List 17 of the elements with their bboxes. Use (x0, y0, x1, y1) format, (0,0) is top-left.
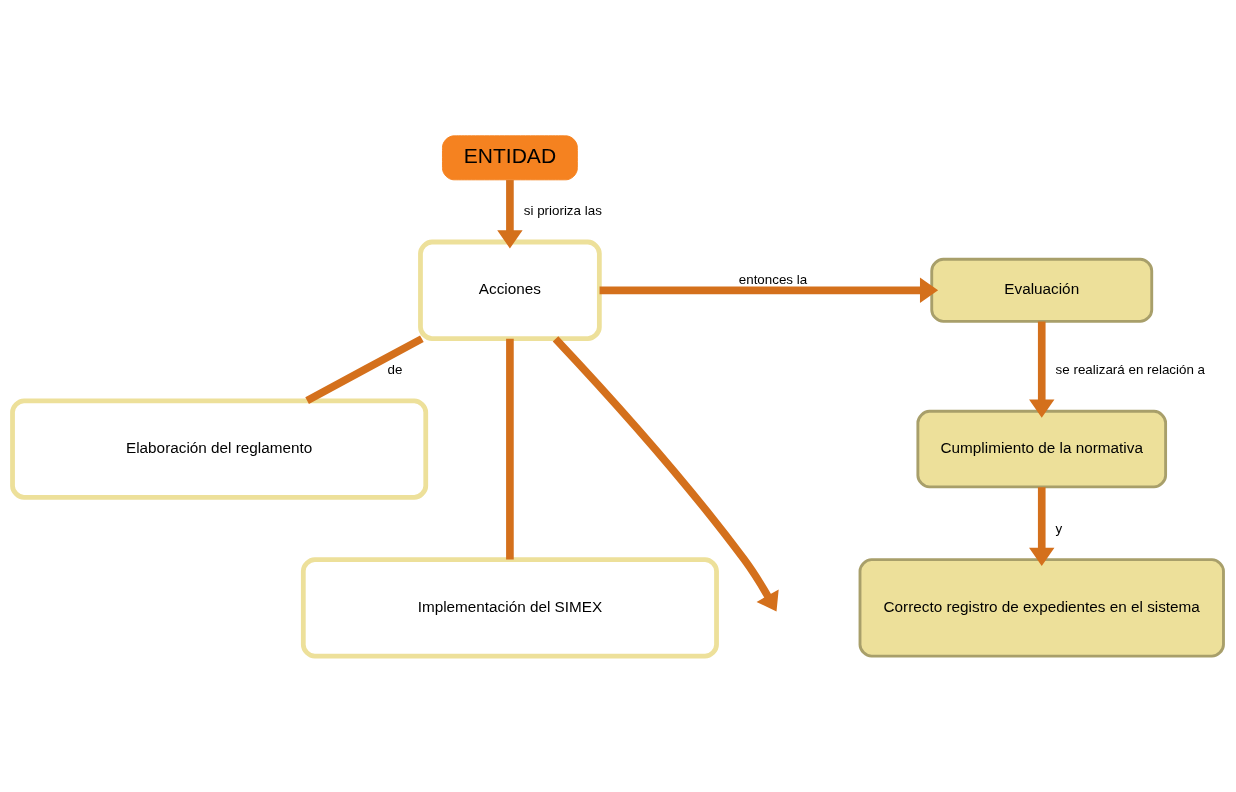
node-box: Elaboración del reglamento (10, 398, 429, 500)
connector (305, 335, 424, 405)
edge-label: entonces la (738, 272, 808, 288)
arrow (497, 180, 523, 249)
node-box: Implementación del SIMEX (300, 557, 719, 659)
node-box: Cumplimiento de la normativa (916, 409, 1168, 489)
edge-label: y (1055, 520, 1063, 536)
arrow (1029, 487, 1055, 566)
node-box: Acciones (418, 239, 602, 341)
edge-label: se realizará en relación a (1055, 361, 1206, 377)
node-box: Evaluación (930, 257, 1154, 323)
arrow (552, 336, 779, 612)
node-box: Correcto registro de expedientes en el sistema (858, 558, 1225, 658)
arrow (1029, 321, 1055, 418)
edge-label: de (387, 361, 403, 377)
node-box: ENTIDAD (442, 135, 578, 181)
edge-label: si prioriza las (523, 202, 602, 218)
